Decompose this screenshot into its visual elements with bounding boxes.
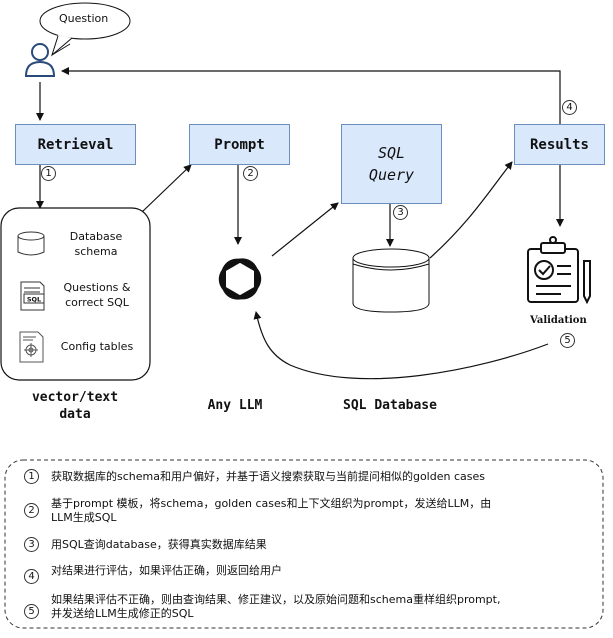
arrow-database-to-results bbox=[429, 161, 513, 259]
legend-line: 获取数据库的schema和用户偏好，并基于语义搜索获取与当前提问相似的golde… bbox=[51, 470, 485, 483]
legend-line: 如果结果评估不正确，则由查询结果、修正建议，以及原始问题和schema重样组织p… bbox=[51, 593, 501, 606]
database-icon bbox=[17, 231, 45, 256]
sql-query-label-line2: Query bbox=[368, 166, 415, 184]
arrow-validation-to-llm bbox=[253, 311, 549, 380]
validation-clipboard-icon bbox=[527, 236, 591, 305]
arrow-llm-to-sql-query bbox=[271, 202, 339, 257]
source-config-tables: Config tables bbox=[54, 339, 140, 354]
legend-text-1: 获取数据库的schema和用户偏好，并基于语义搜索获取与当前提问相似的golde… bbox=[51, 470, 591, 484]
step-number-2: 2 bbox=[243, 166, 258, 181]
legend-text-5: 如果结果评估不正确，则由查询结果、修正建议，以及原始问题和schema重样组织p… bbox=[51, 593, 596, 621]
legend-number-2: 2 bbox=[24, 503, 39, 518]
caption-line: data bbox=[59, 407, 91, 422]
caption-sql-database: SQL Database bbox=[343, 398, 437, 413]
retrieval-box: Retrieval bbox=[15, 124, 136, 165]
source-label-line: Questions & bbox=[63, 281, 131, 294]
sql-query-box: SQL Query bbox=[341, 124, 442, 204]
svg-text:SQL: SQL bbox=[27, 296, 41, 304]
legend-number-1: 1 bbox=[24, 469, 39, 484]
legend-line: 用SQL查询database，获得真实数据库结果 bbox=[51, 538, 267, 551]
results-box: Results bbox=[514, 124, 605, 165]
step-number-5: 5 bbox=[560, 333, 575, 348]
sql-file-icon: SQL bbox=[20, 281, 45, 311]
legend-line: 对结果进行评估，如果评估正确，则返回给用户 bbox=[51, 564, 282, 577]
legend-number-4: 4 bbox=[24, 569, 39, 584]
legend-number-5: 5 bbox=[24, 604, 39, 619]
caption-vector-text-data: vector/text data bbox=[18, 389, 132, 423]
user-icon bbox=[24, 43, 56, 77]
step-number-1: 1 bbox=[41, 166, 56, 181]
caption-line: vector/text bbox=[31, 390, 119, 405]
legend-line: 并发送给LLM生成修正的SQL bbox=[51, 607, 194, 620]
question-bubble-text: Question bbox=[59, 12, 109, 25]
legend-text-2: 基于prompt 模板，将schema，golden cases和上下文组织为p… bbox=[51, 497, 591, 525]
source-label-line: Config tables bbox=[60, 340, 134, 353]
sql-query-label-line1: SQL bbox=[377, 144, 406, 162]
caption-any-llm: Any LLM bbox=[207, 398, 263, 413]
results-label: Results bbox=[529, 136, 589, 153]
llm-logo-icon bbox=[218, 258, 262, 300]
validation-label: Validation bbox=[530, 315, 587, 326]
sql-database-cylinder bbox=[352, 248, 430, 313]
legend-number-3: 3 bbox=[24, 537, 39, 552]
source-database-schema: Database schema bbox=[58, 229, 134, 259]
legend-panel bbox=[4, 459, 604, 629]
prompt-label: Prompt bbox=[214, 136, 265, 153]
source-label-line: Database bbox=[69, 230, 123, 243]
arrow-data-to-prompt bbox=[141, 164, 192, 213]
legend-line: LLM生成SQL bbox=[51, 511, 117, 524]
retrieval-label: Retrieval bbox=[37, 136, 114, 153]
legend-text-4: 对结果进行评估，如果评估正确，则返回给用户 bbox=[51, 564, 591, 578]
prompt-box: Prompt bbox=[189, 124, 290, 165]
config-file-icon bbox=[19, 331, 44, 363]
legend-text-3: 用SQL查询database，获得真实数据库结果 bbox=[51, 538, 591, 552]
source-label-line: correct SQL bbox=[65, 296, 129, 309]
arrow-results-to-user bbox=[61, 67, 561, 124]
step-number-3: 3 bbox=[393, 205, 408, 220]
source-label-line: schema bbox=[74, 245, 118, 258]
speech-bubble-shape bbox=[39, 2, 131, 57]
step-number-4: 4 bbox=[562, 100, 577, 115]
source-questions-sql: Questions & correct SQL bbox=[56, 280, 138, 310]
legend-line: 基于prompt 模板，将schema，golden cases和上下文组织为p… bbox=[51, 497, 492, 510]
